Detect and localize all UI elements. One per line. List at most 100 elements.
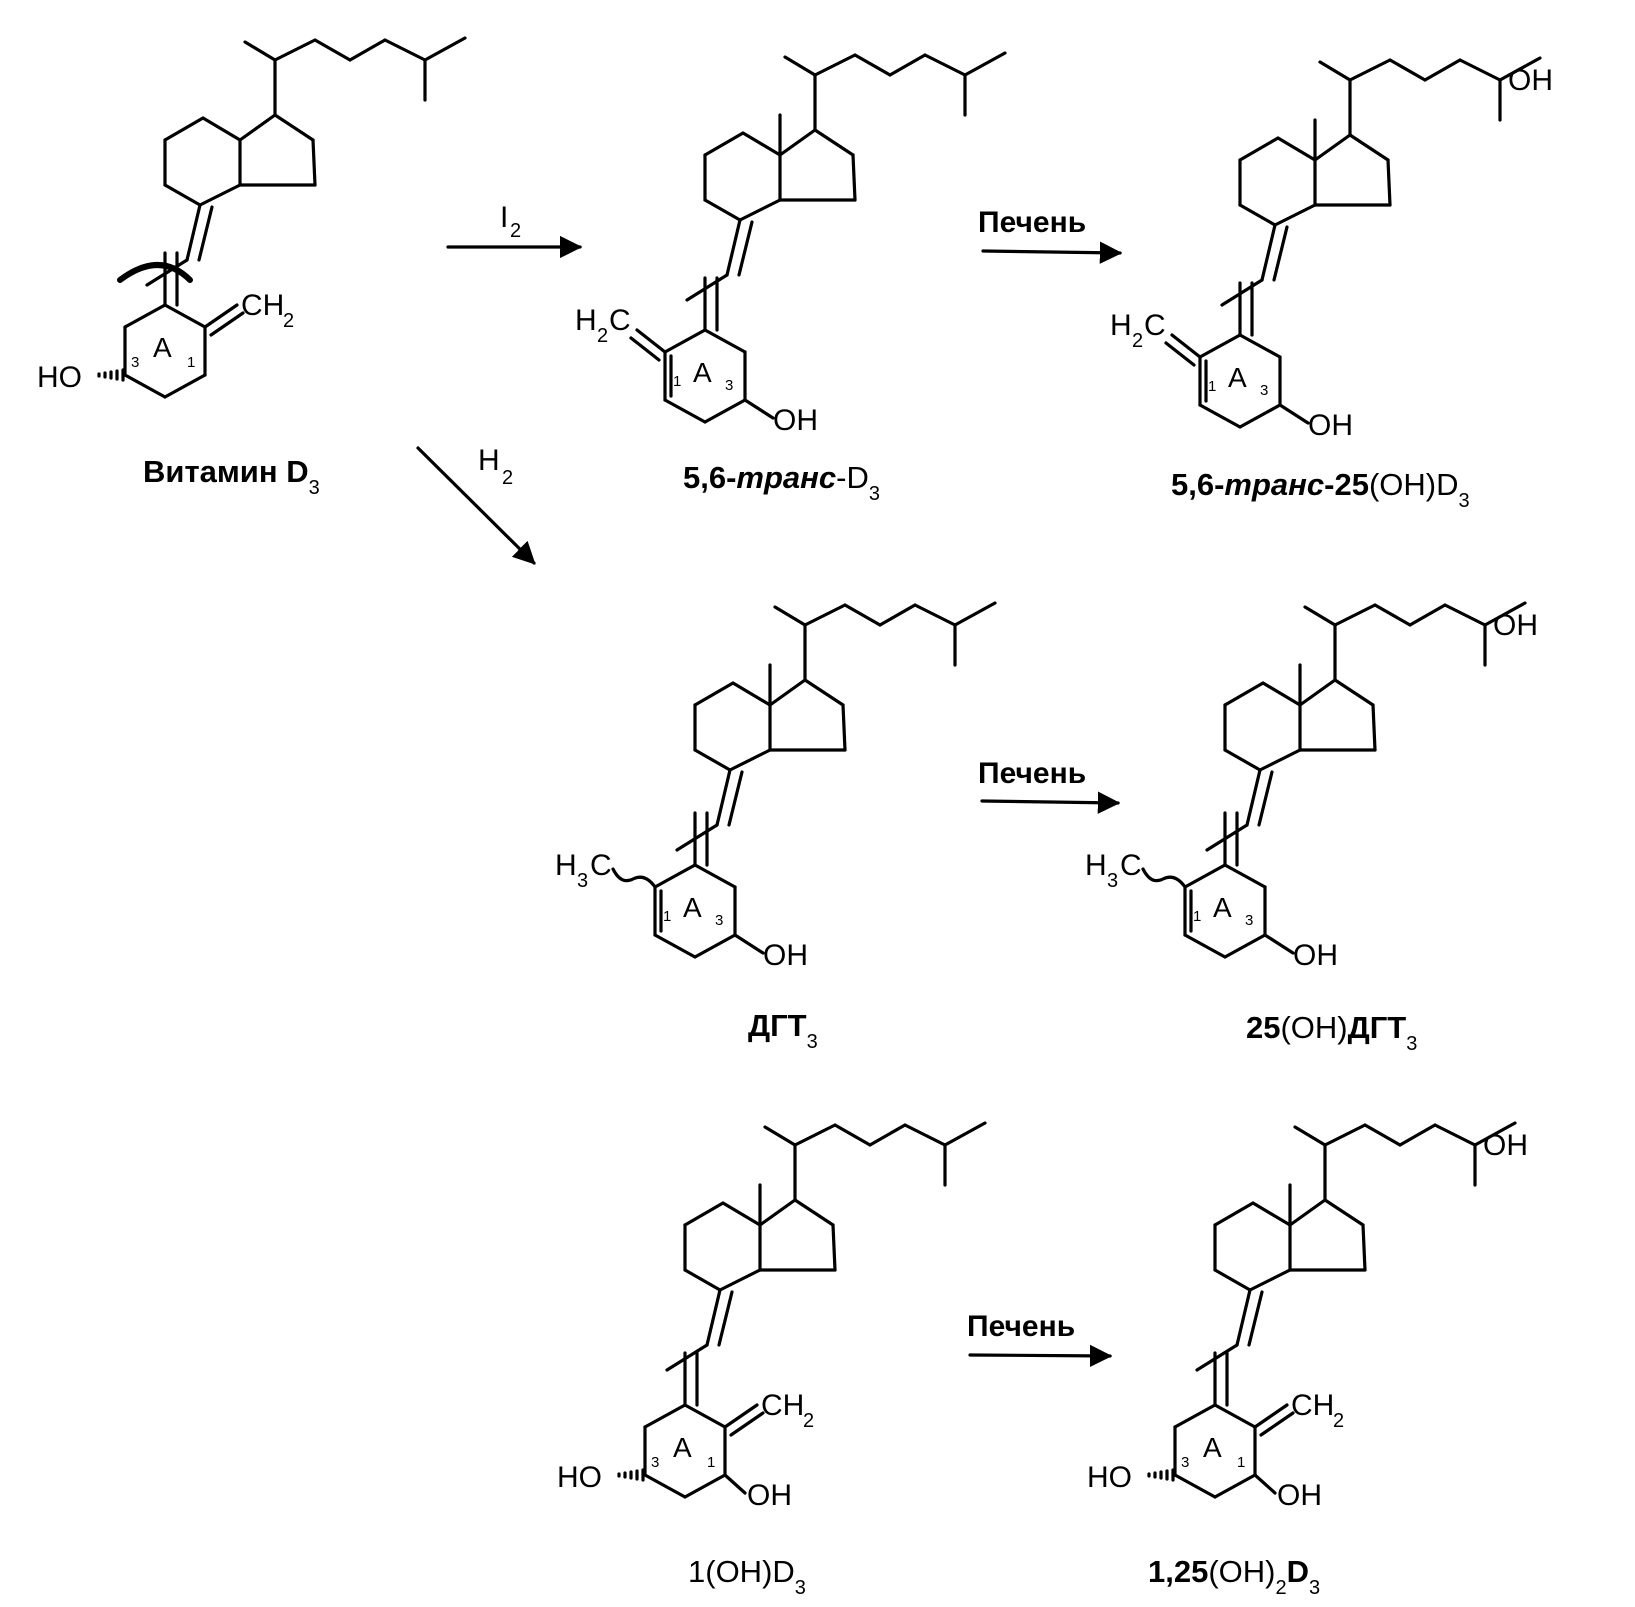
side-chain-bond: [423, 36, 467, 62]
methylene-h-label: H: [1110, 309, 1132, 342]
reagent-liver-bottom: Печень: [967, 1310, 1075, 1343]
hydroxyl-1-label: OH: [747, 1479, 792, 1512]
ring-d-bond: [778, 128, 817, 157]
double-bond: [723, 1403, 759, 1429]
double-bond: [1272, 225, 1289, 282]
position-1-label: 1: [673, 373, 681, 390]
side-chain-bond: [763, 1125, 797, 1147]
ring-c-bond: [201, 116, 242, 142]
side-chain-bond: [868, 1123, 907, 1147]
methyl-h-label: H: [555, 849, 577, 882]
methyl-subscript: 3: [577, 870, 588, 892]
side-chain-bond: [903, 1123, 947, 1147]
hydroxyl-3-label: OH: [763, 939, 808, 972]
side-chain-bond: [1303, 605, 1337, 627]
ring-c-bond: [1223, 681, 1265, 707]
ring-a-bond: [693, 863, 737, 889]
ring-d-bond: [1371, 703, 1377, 752]
hydroxyl-25-label: OH: [1493, 609, 1538, 642]
position-1-label: 1: [1193, 908, 1201, 925]
ring-a-bond: [683, 1403, 727, 1429]
ring-d-bond: [1313, 133, 1352, 162]
hydroxyl-3-label: OH: [1293, 939, 1338, 972]
ring-c-bond: [721, 1201, 762, 1227]
hydroxyl-25-label: OH: [1483, 1129, 1528, 1162]
methylene-subscript: 2: [283, 310, 294, 332]
ring-c-bond: [693, 681, 735, 707]
hydroxyl-3-label: OH: [773, 404, 818, 437]
side-chain-bond: [1293, 1125, 1327, 1147]
position-1-label: 1: [1208, 378, 1216, 395]
double-bond: [209, 311, 245, 337]
ring-a-bond: [663, 328, 707, 354]
ring-c-bond: [741, 131, 782, 157]
double-bond: [1260, 223, 1277, 282]
hydroxyl-1-label: OH: [1277, 1479, 1322, 1512]
ring-c-bond: [198, 183, 242, 207]
ring-a-bond: [683, 1473, 727, 1499]
methylene-c-label: C: [1144, 309, 1166, 342]
methyl-c-label: C: [1120, 849, 1142, 882]
position-3-label: 3: [715, 912, 723, 929]
side-chain-bond: [1318, 60, 1352, 82]
ring-c-bond: [718, 1268, 762, 1292]
double-bond: [1257, 770, 1274, 827]
caption-5-6-trans-d3: 5,6-транс-D3: [683, 460, 880, 505]
side-chain-bond: [813, 53, 857, 77]
side-chain-bond: [878, 603, 917, 627]
ring-c-bond: [1248, 1268, 1292, 1292]
side-chain-bond: [1348, 58, 1392, 82]
ring-a-bond: [1223, 863, 1267, 889]
ring-a-label: A: [153, 332, 172, 363]
ring-c-bond: [1238, 136, 1280, 162]
reaction-arrow-liver-middle: [980, 791, 1121, 814]
position-3-label: 3: [651, 1454, 659, 1471]
ring-a-label: A: [1203, 1432, 1222, 1463]
ring-c-bond: [693, 748, 732, 772]
ring-a-bond: [653, 933, 697, 959]
ring-a-bond: [643, 1473, 687, 1499]
wavy-methyl-bond: [1141, 867, 1187, 889]
rotation-arrow-icon: [117, 262, 193, 283]
side-chain-bond: [833, 1123, 872, 1147]
methylene-subscript: 2: [1333, 1410, 1344, 1432]
ring-a-label: A: [683, 892, 702, 923]
caption-vitamin-d3: Витамин D3: [143, 454, 320, 499]
side-chain-bond: [793, 1123, 837, 1147]
ring-d-bond: [1333, 678, 1375, 707]
reagent-hydrogen: H: [478, 444, 500, 477]
ring-a-bond: [1198, 333, 1242, 359]
ring-c-bond: [703, 131, 745, 157]
hydroxyl-bond: [1253, 1473, 1277, 1495]
reagent-iodine: I: [500, 201, 508, 234]
ring-c-bond: [1273, 203, 1317, 227]
ring-a-bond: [643, 1403, 687, 1429]
triene-bond: [145, 258, 189, 287]
ring-c-bond: [1276, 136, 1317, 162]
side-chain-bond: [1483, 601, 1527, 627]
side-chain-bond: [888, 53, 927, 77]
ring-a-bond: [653, 863, 697, 889]
ring-d-bond: [841, 703, 847, 752]
ring-d-bond: [803, 678, 845, 707]
ring-c-bond: [1261, 681, 1302, 707]
side-chain-bond: [953, 601, 997, 627]
double-bond: [715, 768, 732, 827]
ring-c-bond: [728, 748, 772, 772]
hydroxyl-bond: [733, 933, 765, 955]
hydroxyl-3-label: HO: [1087, 1461, 1132, 1494]
ring-a-label: A: [1213, 892, 1232, 923]
side-chain-bond: [773, 605, 807, 627]
double-bond: [1253, 1403, 1289, 1429]
side-chain-bond: [313, 38, 352, 62]
hydroxyl-bond: [743, 398, 775, 420]
triene-bond: [665, 1343, 709, 1372]
ring-d-bond: [1323, 1198, 1365, 1227]
double-bond: [203, 303, 239, 329]
ring-d-bond: [768, 678, 807, 707]
ring-a-bond: [663, 398, 707, 424]
ring-c-bond: [683, 1201, 725, 1227]
ring-a-bond: [1238, 333, 1282, 359]
reagent-liver-top: Печень: [978, 206, 1086, 239]
reagent-iodine-subscript: 2: [510, 220, 521, 242]
